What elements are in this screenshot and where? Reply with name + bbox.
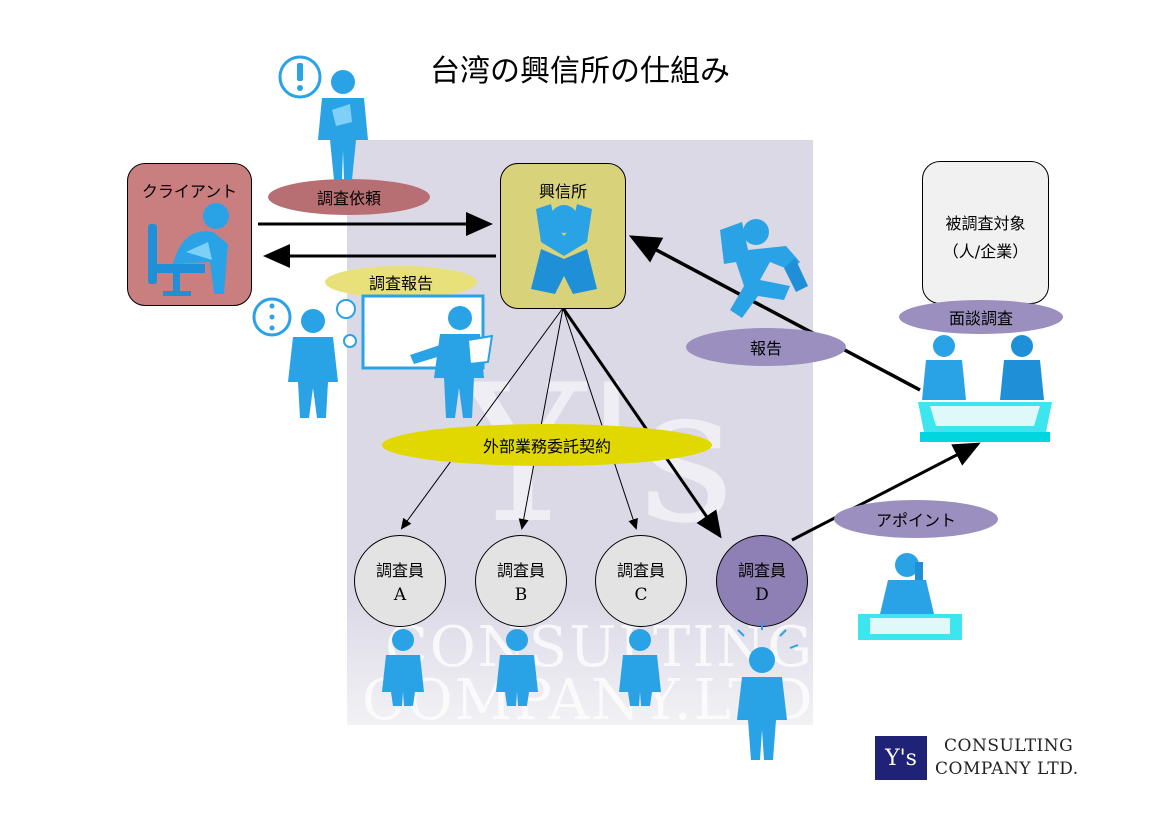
- arrow-interview-to-agency: [628, 235, 921, 392]
- agency-box: 興信所: [500, 163, 626, 309]
- request-oval: 調査依頼: [268, 179, 430, 215]
- investigator-b-letter: B: [514, 585, 528, 605]
- phone-caller-icon: [858, 553, 962, 640]
- arrow-to-investigator-a: [400, 307, 564, 530]
- investigator-a: 調査員 A: [354, 535, 446, 627]
- investigator-a-letter: A: [393, 585, 407, 605]
- boss-icon: [531, 204, 597, 294]
- presentation-board-icon: [361, 294, 494, 418]
- investigator-a-title: 調査員: [375, 561, 424, 580]
- target-label-line1: 被調査対象: [945, 214, 1026, 233]
- investigator-c-title: 調査員: [616, 561, 665, 580]
- report-oval: 報告: [686, 328, 846, 366]
- exclamation-icon: [278, 55, 322, 99]
- investigator-d-letter: D: [755, 585, 769, 605]
- meeting-icon: [918, 335, 1052, 442]
- interview-oval: 面談調査: [899, 300, 1063, 334]
- client-label: クライアント: [141, 182, 238, 201]
- target-label-line2: （人/企業）: [942, 242, 1029, 261]
- investigator-d-title: 調査員: [737, 561, 786, 580]
- arrow-to-investigator-c: [562, 307, 638, 530]
- seated-person-icon: [148, 203, 229, 296]
- arrow-to-investigator-d: [561, 307, 722, 539]
- listener-person-icon: [288, 309, 338, 418]
- running-person-icon: [720, 219, 808, 318]
- investigator-b-title: 調査員: [496, 561, 545, 580]
- investigator-a-figure-icon: [382, 629, 424, 706]
- company-logo: Y's: [875, 736, 927, 780]
- investigator-c: 調査員 C: [595, 535, 687, 627]
- target-box: 被調査対象 （人/企業）: [922, 161, 1049, 304]
- investigator-b: 調査員 B: [475, 535, 567, 627]
- arrow-to-investigator-b: [518, 307, 564, 530]
- investigator-c-figure-icon: [619, 629, 661, 706]
- investigator-d-figure-icon: [737, 622, 799, 760]
- page-title: 台湾の興信所の仕組み: [430, 54, 730, 89]
- arrow-d-to-interview: [791, 442, 981, 542]
- client-box: クライアント: [127, 163, 252, 306]
- appoint-oval: アポイント: [834, 500, 998, 538]
- ellipsis-icon: [252, 297, 357, 348]
- logo-line2: COMPANY LTD.: [935, 759, 1079, 779]
- center-panel-fade: [347, 600, 813, 725]
- logo-line1: CONSULTING: [944, 736, 1074, 756]
- investigator-b-figure-icon: [496, 629, 538, 706]
- investigator-d: 調査員 D: [716, 535, 808, 627]
- report-back-oval: 調査報告: [325, 266, 477, 298]
- contract-oval: 外部業務委託契約: [382, 424, 712, 466]
- investigator-c-letter: C: [634, 585, 648, 605]
- thinking-person-icon: [318, 70, 368, 180]
- agency-label: 興信所: [538, 182, 587, 201]
- watermark-line1: CONSULTING: [385, 615, 815, 680]
